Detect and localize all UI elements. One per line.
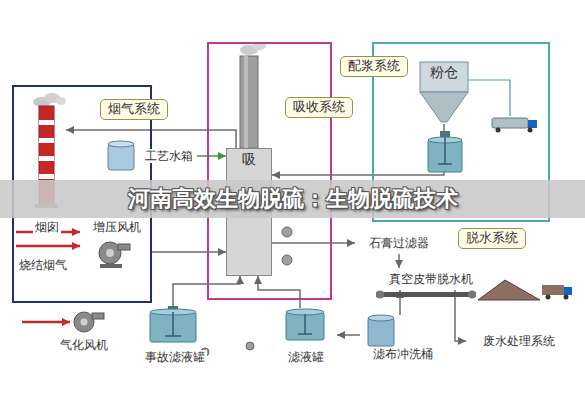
booster-fan — [99, 242, 130, 268]
pipe-connector — [337, 334, 360, 336]
belt-conveyor — [376, 291, 476, 299]
circulation-pumps — [246, 342, 254, 350]
cloth-wash-tank — [368, 315, 394, 321]
process-water-tank — [108, 141, 134, 147]
title-banner: 河南高效生物脱硫：生物脱硫技术 — [0, 180, 585, 218]
equipment-label: 滤布冲洗桶 — [371, 347, 435, 361]
pipe-connector — [197, 155, 226, 157]
equipment-label: 工艺水箱 — [143, 149, 195, 163]
banner-title: 河南高效生物脱硫：生物脱硫技术 — [128, 184, 458, 214]
circulation-pumps — [282, 227, 292, 237]
supply-truck — [528, 128, 533, 133]
callout-heading: 烟气系统 — [100, 99, 168, 120]
filtrate-tank-unit: 滤液罐 — [275, 308, 337, 366]
pipe-connector — [152, 251, 226, 253]
chimney-stack — [39, 174, 54, 179]
emergency-filtrate-tank — [165, 312, 181, 336]
process-water-tank — [108, 144, 134, 170]
equipment-label: 增压风机 — [91, 220, 143, 234]
equipment-label: 粉仓 — [428, 64, 460, 81]
slurry-mixing-tank — [440, 131, 450, 137]
pipe-connector — [455, 290, 466, 341]
oxidation-fan-unit: 气化风机 — [48, 308, 120, 354]
emergency-filtrate-tank — [150, 306, 196, 342]
absorber-stack — [240, 42, 266, 148]
absorber-stack — [240, 56, 258, 148]
gypsum-pile — [564, 295, 569, 300]
chimney-stack — [39, 156, 54, 161]
process-water-tank-unit: 工艺水箱 — [105, 140, 197, 172]
equipment-label: 烟囱 — [33, 220, 61, 234]
cloth-wash-tank-unit: 滤布冲洗桶 — [360, 315, 445, 363]
equipment-label: 石膏过滤器 — [367, 236, 431, 250]
equipment-label: 吸 — [240, 151, 258, 168]
powder-silo — [420, 62, 468, 92]
booster-fan-unit: 增压风机 — [82, 218, 152, 270]
oxidation-fan — [92, 313, 104, 319]
emergency-filtrate-tank — [150, 312, 196, 342]
gypsum-pile — [546, 295, 551, 300]
vacuum-belt-filter: 真空皮带脱水机 — [372, 268, 490, 290]
equipment-label: 废水处理系统 — [481, 334, 557, 348]
cloth-wash-tank — [368, 318, 394, 346]
cloth-wash-tank — [368, 315, 394, 346]
pipe-connector — [272, 124, 444, 175]
filtrate-tank — [298, 314, 312, 334]
equipment-label: 真空皮带脱水机 — [387, 272, 475, 286]
supply-truck — [468, 80, 537, 133]
gypsum-pile — [542, 285, 564, 295]
belt-conveyor — [376, 291, 384, 299]
filtrate-tank — [286, 309, 324, 340]
gypsum-pile — [478, 280, 540, 300]
pipe-connector — [398, 254, 400, 268]
inlet-label: 烧结烟气 — [18, 258, 68, 272]
slurry-mixing-tank — [438, 137, 452, 164]
callout-heading: 吸收系统 — [285, 97, 353, 118]
callout-heading: 配浆系统 — [340, 56, 408, 77]
powder-silo — [420, 62, 468, 122]
chimney-smoke — [56, 97, 66, 105]
pipe-connector — [272, 242, 355, 244]
booster-fan — [118, 244, 130, 250]
emergency-tank-unit: 事故滤液罐 — [130, 308, 220, 366]
callout-heading: 脱水系统 — [458, 228, 526, 249]
powder-silo-unit: 粉仓 — [420, 62, 468, 124]
oxidation-fan — [22, 321, 70, 324]
absorber-stack — [244, 56, 248, 148]
chimney-stack — [39, 120, 54, 125]
oxidation-fan — [74, 312, 94, 332]
equipment-label: 气化风机 — [58, 338, 110, 352]
supply-truck — [492, 118, 528, 128]
supply-truck — [468, 80, 510, 116]
system-region: 吸收系统吸 — [207, 42, 332, 300]
slurry-mixing-tank — [428, 131, 462, 172]
oxidation-fan — [81, 319, 88, 326]
equipment-label: 事故滤液罐 — [143, 350, 207, 364]
filtrate-tank — [286, 312, 324, 340]
oxidation-fan — [22, 312, 104, 332]
gypsum-filter: 石膏过滤器 — [355, 232, 443, 254]
belt-conveyor — [468, 291, 476, 299]
equipment-label: 滤液罐 — [286, 350, 326, 364]
booster-fan — [100, 264, 122, 268]
chimney-smoke — [33, 93, 66, 107]
supply-truck — [496, 128, 501, 133]
gypsum-pile — [564, 287, 572, 295]
circulation-pumps — [282, 255, 292, 265]
chimney-stack — [39, 138, 54, 143]
powder-silo — [420, 92, 468, 122]
process-water-tank — [108, 141, 134, 170]
flue-gas-arrows — [16, 232, 80, 246]
pipe-connector — [258, 276, 300, 308]
belt-conveyor — [376, 292, 476, 297]
booster-fan — [106, 249, 114, 257]
wastewater-system: 废水处理系统 — [466, 330, 572, 352]
flue-gas-arrows — [16, 245, 80, 248]
supply-truck — [528, 120, 537, 128]
gypsum-pile — [478, 280, 572, 300]
